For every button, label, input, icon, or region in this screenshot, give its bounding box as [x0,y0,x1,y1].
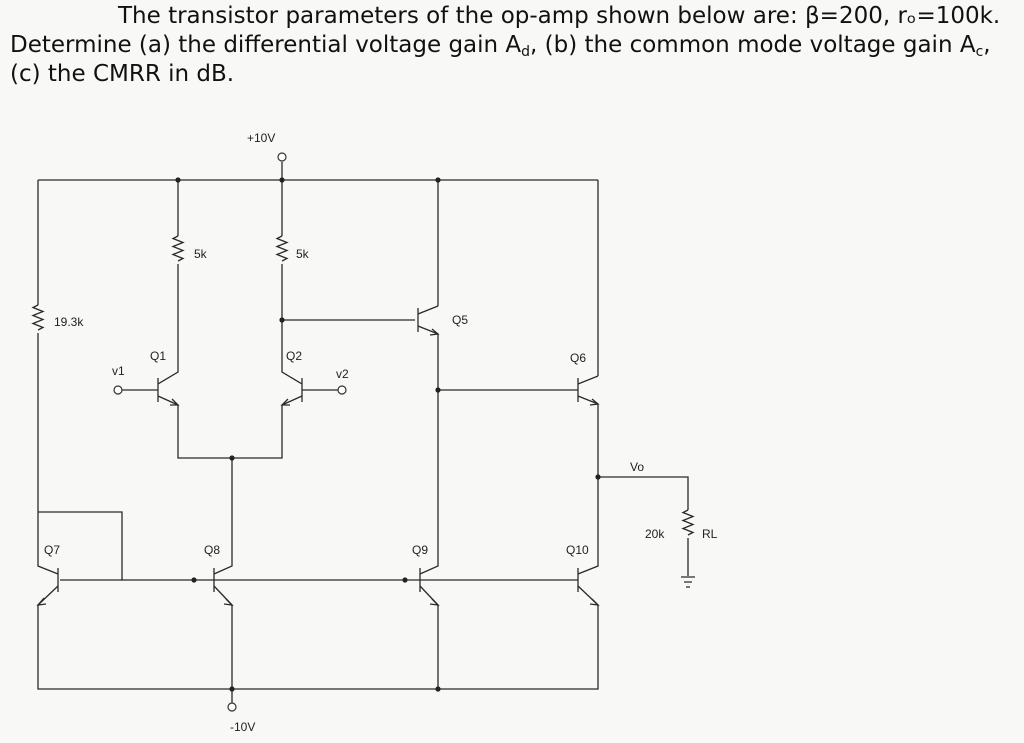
rc1-label: 5k [194,247,208,261]
q6-label: Q6 [570,351,586,365]
resistor-19.3k [31,304,45,331]
v1-label: v1 [112,364,125,378]
transistor-q5 [417,305,440,336]
resistor-rc1 [171,235,185,262]
rl-name-label: RL [702,527,718,541]
v2-input-terminal [337,385,347,395]
transistor-q2 [280,355,303,406]
q2-label: Q2 [286,349,302,363]
transistor-q7 [36,545,59,606]
supply-neg-label: -10V [230,720,255,734]
ground-icon [681,576,695,588]
negative-supply-terminal [227,702,237,712]
subscript-c: c [975,44,984,60]
rc2-label: 5k [296,247,310,261]
q8-label: Q8 [204,543,220,557]
wires [37,162,689,703]
question-line-2-part-b: , (b) the common mode voltage gain A [530,32,976,58]
q10-label: Q10 [566,543,589,557]
q9-label: Q9 [412,543,428,557]
transistor-q1 [157,355,180,406]
resistor-rl [681,509,695,536]
v2-label: v2 [336,367,349,381]
question-line-1: The transistor parameters of the op-amp … [118,3,1001,29]
junction-dots [175,177,601,692]
q7-label: Q7 [44,543,60,557]
question-text: The transistor parameters of the op-amp … [10,2,1020,89]
q5-label: Q5 [452,313,468,327]
question-line-2-part-a: Determine (a) the differential voltage g… [10,32,522,58]
v1-input-terminal [113,385,123,395]
resistor-rc2 [275,235,289,262]
transistor-q9 [419,561,440,606]
positive-supply-terminal [277,152,287,162]
subscript-d: d [521,44,531,60]
vo-label: Vo [630,460,644,474]
question-line-3: (c) the CMRR in dB. [10,61,235,87]
transistor-q6 [577,375,600,406]
question-line-2-part-c: , [983,32,991,58]
question-line-2: Determine (a) the differential voltage g… [10,31,1020,60]
rl-value-label: 20k [645,527,665,541]
supply-pos-label: +10V [247,131,275,145]
transistor-q8 [213,561,234,606]
transistor-q10 [577,561,600,606]
r-bias-label: 19.3k [54,315,84,329]
q1-label: Q1 [150,349,166,363]
